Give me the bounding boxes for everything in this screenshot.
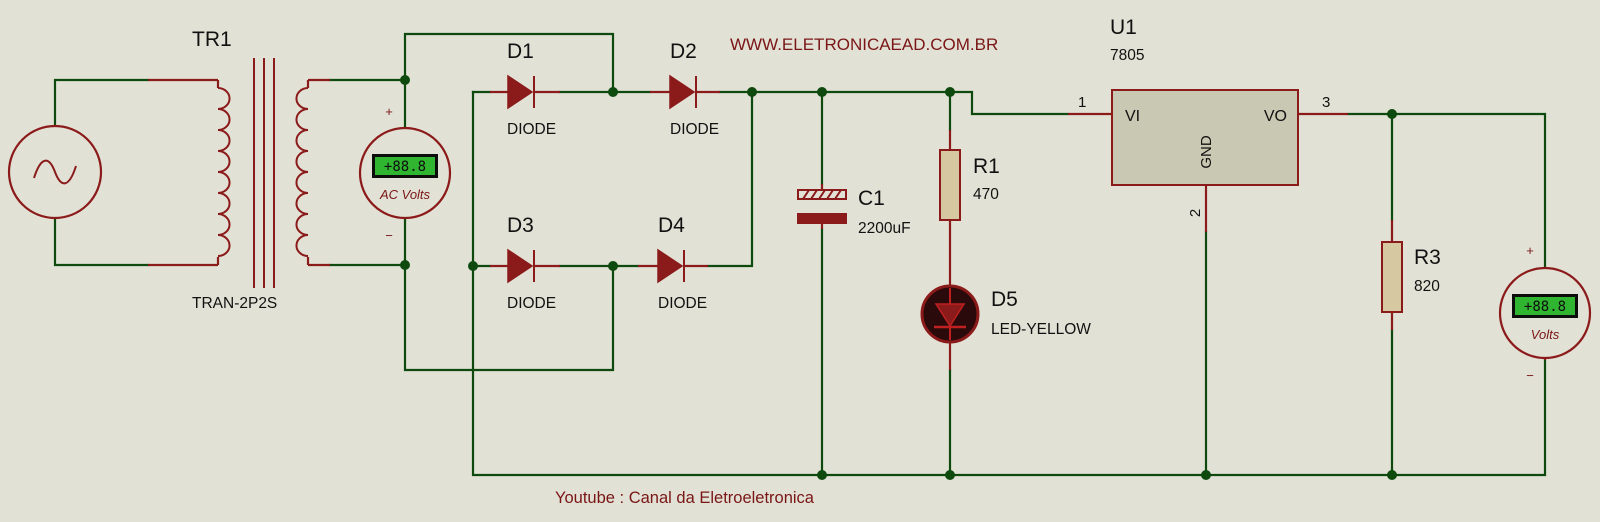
tr1-ref-label: TR1 xyxy=(192,28,232,51)
dc-voltmeter-readout: +88.8 xyxy=(1524,299,1566,315)
footer-caption: Youtube : Canal da Eletroeletronica xyxy=(555,489,815,507)
ac-voltmeter-plus: + xyxy=(385,104,393,119)
d1-ref-label: D1 xyxy=(507,40,534,63)
dc-voltmeter-plus: + xyxy=(1526,243,1534,258)
d5-value-label: LED-YELLOW xyxy=(991,321,1091,338)
d2-ref-label: D2 xyxy=(670,40,697,63)
transformer-tr1[interactable]: TR1 TRAN-2P2S xyxy=(148,28,330,312)
wire-d4-out xyxy=(706,90,754,268)
u1-pin3-number: 3 xyxy=(1322,94,1330,111)
r1-value-label: 470 xyxy=(973,186,999,203)
junction-dot xyxy=(945,470,955,480)
wire-source-top xyxy=(53,78,150,127)
tr1-secondary-coil xyxy=(295,87,309,257)
wire-bridge-bottom-loop xyxy=(403,263,615,372)
junction-dot xyxy=(1387,109,1397,119)
d4-value-label: DIODE xyxy=(658,295,707,312)
junction-dot xyxy=(817,470,827,480)
u1-pin2-number: 2 xyxy=(1187,209,1204,217)
u1-ref-label: U1 xyxy=(1110,16,1137,39)
wires xyxy=(53,32,1547,477)
capacitor-c1[interactable]: C1 2200uF xyxy=(797,184,911,237)
c1-plate-positive xyxy=(797,189,847,200)
u1-pin-vi-label: VI xyxy=(1125,108,1140,125)
dc-voltmeter-screen xyxy=(1515,297,1575,315)
junction-dot xyxy=(747,87,757,97)
wire-positive-rail xyxy=(718,90,1070,116)
d3-value-label: DIODE xyxy=(507,295,556,312)
junction-dot xyxy=(400,75,410,85)
c1-ref-label: C1 xyxy=(858,187,885,210)
wire-ground-rail xyxy=(471,90,1547,477)
ac-voltmeter[interactable]: +88.8 AC Volts + − xyxy=(358,104,452,243)
u1-pin1-number: 1 xyxy=(1078,94,1086,111)
u1-body xyxy=(1111,89,1299,186)
c1-hatch xyxy=(802,189,842,200)
sine-wave-icon xyxy=(33,159,77,185)
dc-voltmeter[interactable]: +88.8 Volts + − xyxy=(1498,243,1592,383)
junction-dot xyxy=(608,261,618,271)
led-d5[interactable]: D5 LED-YELLOW xyxy=(920,284,1091,370)
d1-value-label: DIODE xyxy=(507,121,556,138)
regulator-u1[interactable]: VI VO GND 1 3 2 U1 7805 xyxy=(1068,16,1348,232)
ac-voltmeter-minus: − xyxy=(385,228,393,243)
junction-dot xyxy=(400,260,410,270)
dc-voltmeter-minus: − xyxy=(1526,368,1534,383)
junction-dot xyxy=(945,87,955,97)
d5-ref-label: D5 xyxy=(991,288,1018,311)
ac-voltmeter-screen xyxy=(375,157,435,175)
wire-bridge-top-loop xyxy=(403,32,615,94)
ac-voltmeter-readout: +88.8 xyxy=(384,159,426,175)
resistor-r3[interactable]: R3 820 xyxy=(1381,220,1441,330)
r3-body xyxy=(1381,241,1403,313)
d1-triangle xyxy=(507,74,534,110)
r1-ref-label: R1 xyxy=(973,155,1000,178)
u1-value-label: 7805 xyxy=(1110,47,1144,64)
u1-pin-gnd-label: GND xyxy=(1198,135,1215,169)
diode-d4[interactable]: D4 DIODE xyxy=(638,214,708,312)
r1-body xyxy=(939,149,961,221)
d3-ref-label: D3 xyxy=(507,214,534,237)
r3-ref-label: R3 xyxy=(1414,246,1441,269)
d2-triangle xyxy=(669,74,696,110)
resistor-r1[interactable]: R1 470 xyxy=(939,130,1000,285)
c1-value-label: 2200uF xyxy=(858,220,911,237)
tr1-value-label: TRAN-2P2S xyxy=(192,295,277,312)
r3-value-label: 820 xyxy=(1414,278,1440,295)
c1-plate-negative xyxy=(797,213,847,224)
tr1-primary-coil xyxy=(217,87,231,257)
junction-dot xyxy=(817,87,827,97)
junction-dot xyxy=(1201,470,1211,480)
d3-triangle xyxy=(507,248,534,284)
wire-output-rail xyxy=(1346,112,1547,270)
d4-ref-label: D4 xyxy=(658,214,685,237)
dc-voltmeter-label: Volts xyxy=(1531,327,1560,342)
d4-triangle xyxy=(657,248,684,284)
website-caption: WWW.ELETRONICAEAD.COM.BR xyxy=(730,35,998,54)
ac-voltmeter-label: AC Volts xyxy=(379,187,431,202)
junction-dot xyxy=(1387,470,1397,480)
diode-d1[interactable]: D1 DIODE xyxy=(490,40,560,138)
u1-pin-vo-label: VO xyxy=(1264,108,1287,125)
wire-source-bottom xyxy=(53,218,150,267)
junctions xyxy=(400,75,1397,480)
diode-d3[interactable]: D3 DIODE xyxy=(490,214,560,312)
ac-source[interactable] xyxy=(7,124,103,220)
junction-dot xyxy=(608,87,618,97)
junction-dot xyxy=(468,261,478,271)
d2-value-label: DIODE xyxy=(670,121,719,138)
diode-d2[interactable]: D2 DIODE xyxy=(650,40,720,138)
